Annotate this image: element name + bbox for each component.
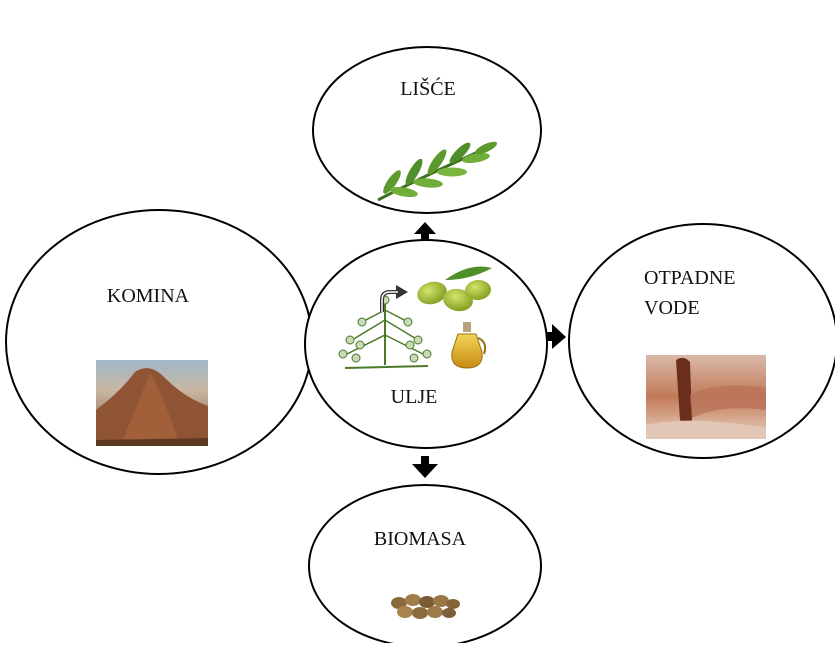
node-ulje-label: ULJE [391, 386, 438, 408]
pomace-pile-image [96, 360, 208, 446]
node-lisce: LIŠĆE [313, 47, 541, 213]
node-otpadne-vode: OTPADNE VODE [569, 224, 835, 458]
node-otpadne-label-line1: OTPADNE [644, 267, 736, 289]
wastewater-image [646, 355, 766, 439]
node-otpadne-label-line2: VODE [644, 297, 700, 319]
node-komina: KOMINA [6, 210, 312, 474]
node-biomasa-label: BIOMASA [374, 528, 467, 550]
node-ulje-center: ULJE [305, 240, 547, 448]
node-biomasa: BIOMASA [309, 485, 541, 643]
node-komina-label: KOMINA [107, 285, 190, 307]
node-lisce-label: LIŠĆE [400, 76, 456, 100]
arrow-down [412, 456, 438, 478]
